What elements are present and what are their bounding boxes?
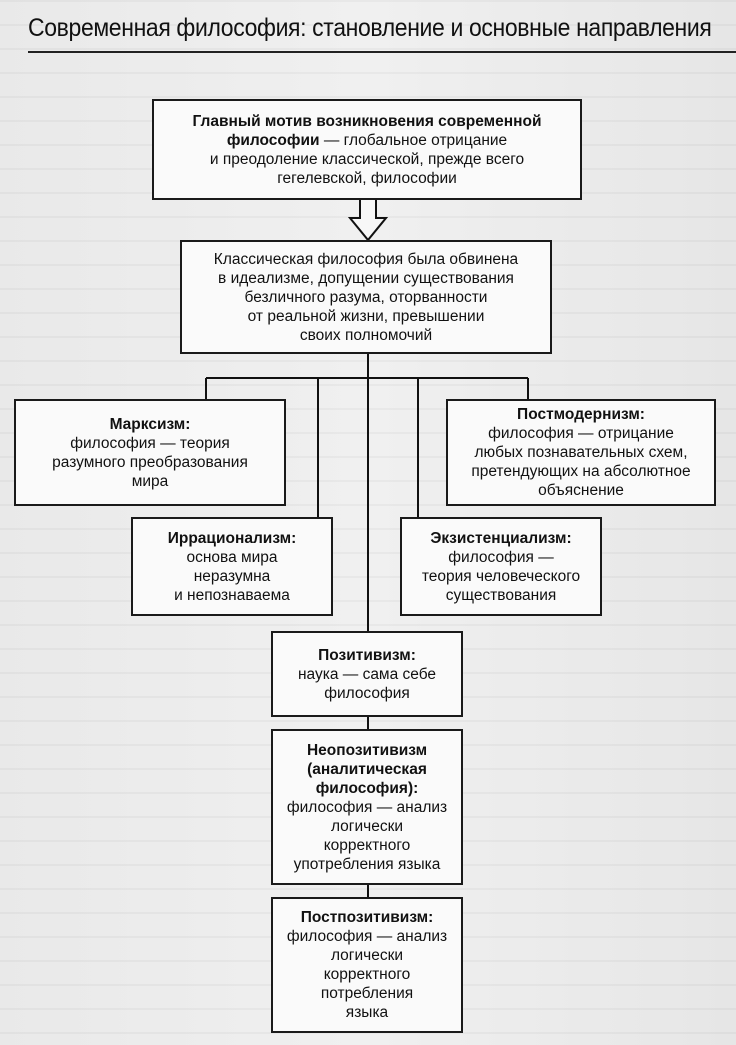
- main-motive-text3: гегелевской, философии: [277, 169, 457, 187]
- neopositivism-line: употребления языка: [293, 855, 441, 873]
- marxism-line: мира: [131, 472, 169, 490]
- page-title: Современная философия: становление и осн…: [28, 14, 712, 42]
- title-underline: [28, 51, 736, 53]
- irrationalism-line: неразумна: [193, 567, 271, 585]
- postmodernism-heading: Постмодернизм:: [517, 406, 645, 423]
- marxism-line: философия — теория: [70, 434, 230, 452]
- marxism-heading: Марксизм:: [109, 415, 191, 433]
- postpositivism-line: корректного: [323, 966, 411, 983]
- hollow-down-arrow: [347, 198, 389, 242]
- irrationalism-box: Иррационализм: основа мира неразумна и н…: [131, 517, 333, 616]
- postpositivism-box: Постпозитивизм: философия — анализ логич…: [271, 897, 463, 1033]
- existentialism-box: Экзистенциализм: философия — теория чело…: [400, 517, 602, 616]
- neopositivism-box: Неопозитивизм (аналитическая философия):…: [271, 729, 463, 885]
- existentialism-line: теория человеческого: [421, 567, 581, 585]
- neopositivism-heading: (аналитическая: [307, 760, 427, 778]
- classical-line: своих полномочий: [299, 326, 433, 344]
- main-motive-heading: Главный мотив возникновения современной: [192, 112, 542, 130]
- postmodernism-box: Постмодернизм: философия — отрицание люб…: [446, 399, 716, 506]
- neopositivism-line: корректного: [323, 836, 411, 854]
- neopositivism-line: логически: [330, 817, 404, 835]
- postpositivism-line: философия — анализ: [286, 928, 448, 945]
- irrationalism-heading: Иррационализм:: [167, 529, 297, 547]
- main-motive-text1: — глобальное отрицание: [319, 131, 508, 149]
- classical-philosophy-box: Классическая философия была обвинена в и…: [180, 240, 552, 354]
- marxism-line: разумного преобразования: [52, 453, 248, 471]
- irrationalism-line: основа мира: [186, 548, 278, 566]
- marxism-box: Марксизм: философия — теория разумного п…: [14, 399, 286, 506]
- neopositivism-heading: Неопозитивизм: [306, 741, 428, 759]
- postmodernism-line: философия — отрицание: [488, 425, 674, 442]
- classical-line: в идеализме, допущении существования: [218, 269, 514, 287]
- postmodernism-line: объяснение: [538, 482, 624, 499]
- existentialism-line: существования: [445, 586, 557, 604]
- main-motive-text2: и преодоление классической, прежде всего: [209, 150, 525, 168]
- classical-line: Классическая философия была обвинена: [213, 250, 519, 268]
- postpositivism-line: языка: [345, 1004, 389, 1021]
- classical-line: от реальной жизни, превышении: [247, 307, 485, 325]
- existentialism-line: философия —: [448, 548, 554, 566]
- positivism-line: наука — сама себе: [297, 665, 437, 683]
- irrationalism-line: и непознаваема: [174, 586, 290, 604]
- classical-line: безличного разума, оторванности: [244, 288, 488, 306]
- positivism-heading: Позитивизм:: [318, 646, 416, 664]
- main-motive-box: Главный мотив возникновения современной …: [152, 99, 582, 200]
- neopositivism-line: философия — анализ: [286, 798, 448, 816]
- positivism-box: Позитивизм: наука — сама себе философия: [271, 631, 463, 717]
- postmodernism-line: претендующих на абсолютное: [471, 463, 691, 480]
- postmodernism-line: любых познавательных схем,: [474, 444, 688, 461]
- main-motive-heading2: философии: [226, 131, 320, 149]
- neopositivism-heading: философия):: [315, 779, 419, 797]
- positivism-line: философия: [324, 684, 410, 702]
- postpositivism-heading: Постпозитивизм:: [300, 909, 434, 926]
- postpositivism-line: логически: [330, 947, 404, 964]
- postpositivism-line: потребления: [320, 985, 414, 1002]
- existentialism-heading: Экзистенциализм:: [430, 529, 572, 547]
